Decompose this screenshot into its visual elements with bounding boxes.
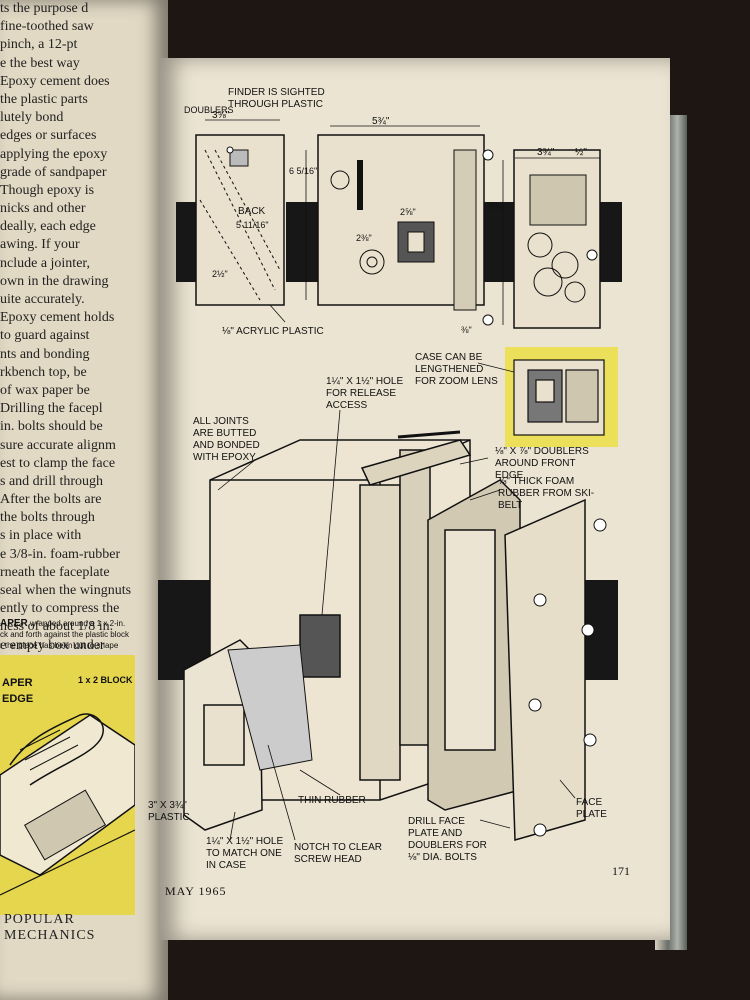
text-line: e the best way — [0, 55, 80, 71]
text-line: nicks and other — [0, 201, 86, 217]
left-page: ts the purpose d fine-toothed saw pinch, a… — [0, 0, 168, 1000]
label-back: BACK — [238, 206, 266, 217]
panel-label-edge: EDGE — [2, 693, 34, 705]
text-line: Epoxy cement holds — [0, 310, 115, 326]
label-acrylic: ⅛" ACRYLIC PLASTIC — [222, 326, 324, 337]
label-back-dim: 5 11/16" — [236, 220, 269, 230]
text-line: After the bolts are — [0, 492, 102, 508]
text-line: ently to compress the — [0, 601, 120, 617]
label-dim-half: ½" — [575, 147, 587, 158]
text-line: est to clamp the face — [0, 455, 116, 471]
label-finder: FINDER IS SIGHTED THROUGH PLASTIC — [228, 87, 325, 110]
text-line: grade of sandpaper — [0, 164, 107, 180]
black-band-top-mid — [286, 202, 322, 282]
text-line: applying the epoxy — [0, 146, 108, 162]
caption-title: APER — [0, 618, 28, 629]
label-dim-3-8: ⅜" — [461, 325, 472, 335]
label-plastic-piece: 3" x 3¾" PLASTIC — [148, 800, 190, 823]
text-line: of wax paper be — [0, 382, 90, 398]
caption-rest: wrapped around a 1 x 2-in. — [30, 619, 126, 628]
text-line: Epoxy cement does — [0, 73, 110, 89]
black-band-top-right — [484, 202, 514, 282]
label-release-hole: 1¼" x 1½" HOLE FOR RELEASE ACCESS — [326, 376, 404, 411]
text-line: nts and bonding — [0, 346, 90, 362]
caption-line-3: r the piece has been cut to shape — [0, 641, 119, 650]
label-face-plate: FACE PLATE — [576, 797, 607, 820]
label-dim-3-5-8: 3⅝" — [212, 110, 230, 121]
label-dim-2-5-8: 2⅝" — [400, 207, 416, 217]
text-line: nclude a jointer, — [0, 255, 91, 271]
text-line: edges or surfaces — [0, 128, 97, 144]
text-line: e empty box under — [0, 637, 105, 653]
text-line: s in place with — [0, 528, 82, 544]
text-line: ts the purpose d — [0, 1, 89, 16]
text-line: deally, each edge — [0, 219, 96, 235]
text-line: sure accurate alignm — [0, 437, 116, 453]
text-line: lutely bond — [0, 110, 64, 126]
page-number: 171 — [612, 864, 630, 878]
text-line: own in the drawing — [0, 273, 109, 289]
left-page-footer: POPULAR MECHANICS — [4, 912, 96, 943]
caption-line-2: ck and forth against the plastic block — [0, 630, 129, 639]
label-match-hole: 1¼" x 1½" HOLE TO MATCH ONE IN CASE — [206, 836, 284, 871]
text-line: e 3/8-in. foam-rubber — [0, 546, 121, 562]
label-doublers: DOUBLERS — [184, 105, 234, 115]
text-line: to guard against — [0, 328, 90, 344]
panel-label-block: 1 x 2 BLOCK — [78, 675, 133, 685]
text-line: uite accurately. — [0, 292, 85, 307]
text-line: the bolts through — [0, 510, 95, 526]
text-line: the plastic parts — [0, 91, 88, 107]
black-band-top-far — [600, 202, 622, 282]
label-dim-6-5-16: 6 5/16" — [289, 166, 318, 176]
panel-label-paper: APER — [2, 677, 33, 689]
label-dim-5-3-4: 5¾" — [372, 116, 390, 127]
label-notch: NOTCH TO CLEAR SCREW HEAD — [294, 842, 382, 865]
label-case-zoom: CASE CAN BE LENGTHENED FOR ZOOM LENS — [415, 352, 498, 387]
label-thin-rubber: THIN RUBBER — [298, 795, 366, 806]
text-line: Drilling the facepl — [0, 401, 103, 417]
left-caption: APER wrapped around a 1 x 2-in. ck and f… — [0, 618, 168, 651]
sanding-illustration: APER EDGE 1 x 2 BLOCK — [0, 655, 136, 915]
text-line: pinch, a 12-pt — [0, 37, 78, 53]
label-dim-6-3-4: 6¾" — [489, 201, 505, 211]
footer-date: MAY 1965 — [165, 884, 227, 898]
label-dim-3-3-4: 3¾" — [537, 147, 555, 158]
label-joints: ALL JOINTS ARE BUTTED AND BONDED WITH EP… — [193, 416, 260, 463]
label-foam: ⅜" THICK FOAM RUBBER FROM SKI-BELT — [498, 476, 595, 511]
text-line: in. bolts should be — [0, 419, 103, 435]
text-line: rkbench top, be — [0, 364, 87, 380]
text-line: awing. If your — [0, 237, 80, 253]
label-dim-2-3-8: 2⅜" — [356, 233, 372, 243]
text-line: seal when the wingnuts — [0, 583, 132, 598]
text-line: fine-toothed saw — [0, 19, 94, 35]
label-front-doublers: ⅛" x ⅞" DOUBLERS AROUND FRONT EDGE — [495, 446, 589, 481]
text-line: ness of about 1/8 in. — [0, 619, 114, 635]
black-band-top-left — [176, 202, 196, 282]
text-line: rneath the faceplate — [0, 564, 110, 580]
label-dim-2-1-2: 2½" — [212, 269, 228, 279]
sanding-hand-drawing — [0, 713, 136, 896]
label-drill: DRILL FACE PLATE AND DOUBLERS FOR ⅛" DIA… — [408, 816, 487, 863]
text-line: s and drill through — [0, 473, 104, 489]
text-line: Though epoxy is — [0, 182, 95, 198]
